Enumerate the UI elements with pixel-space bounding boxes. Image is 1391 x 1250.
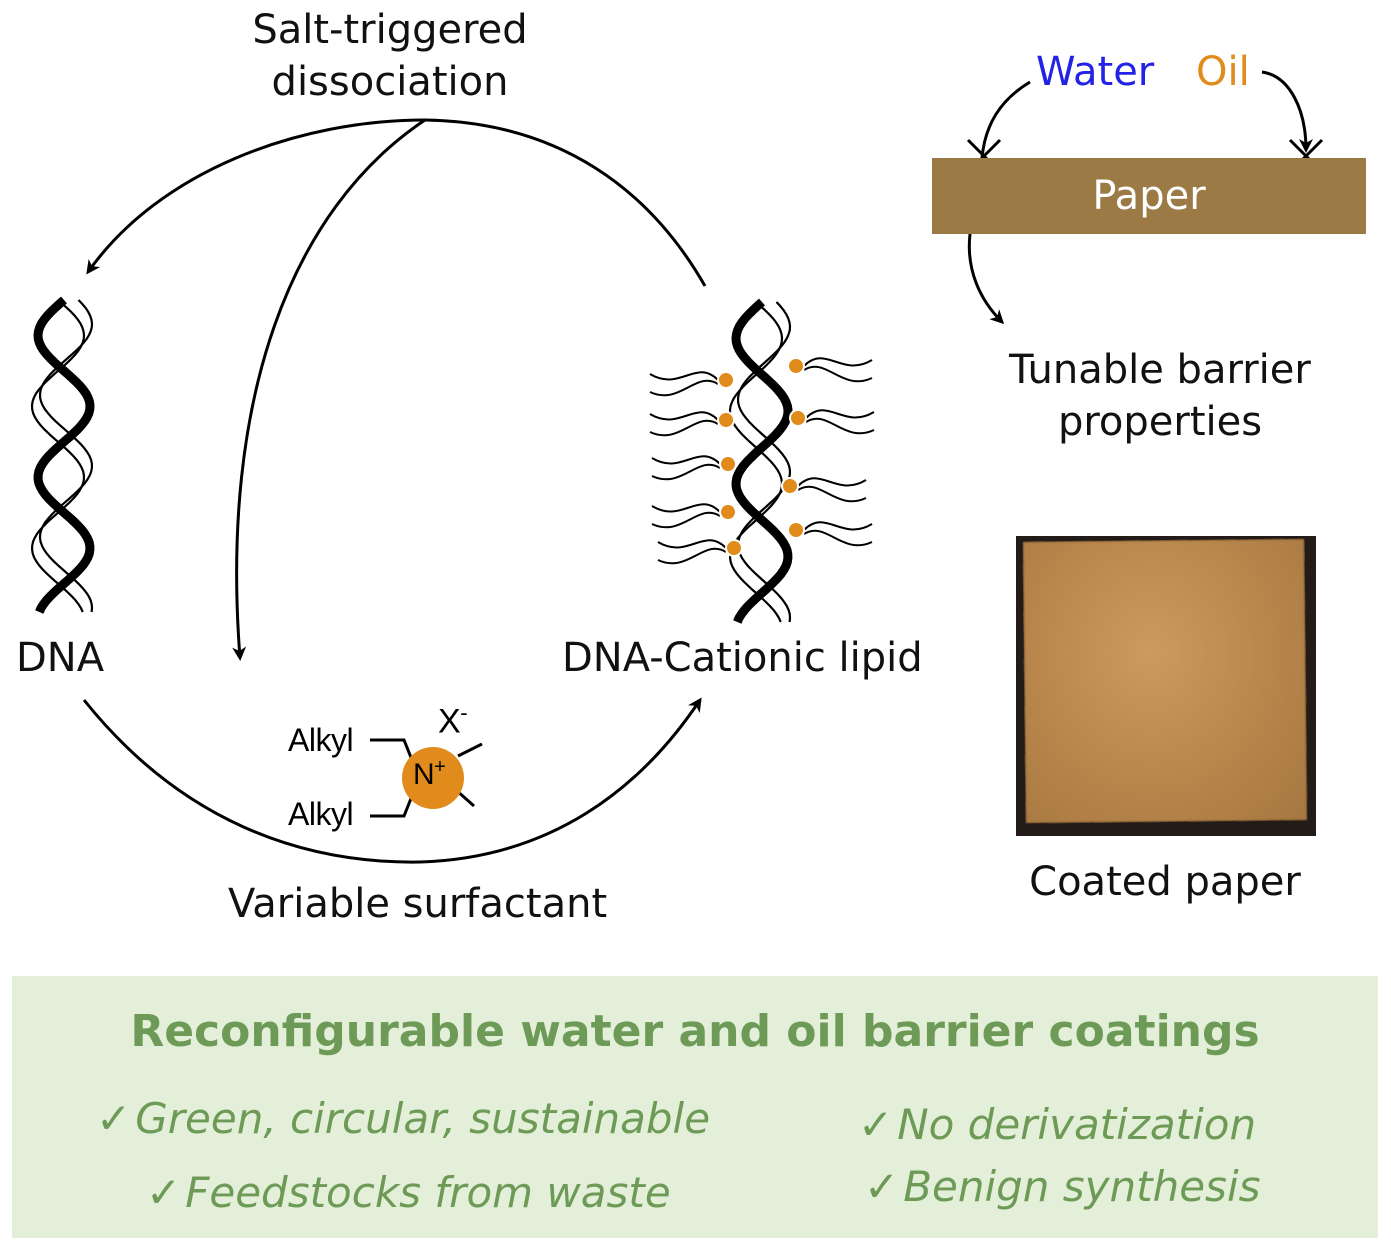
coated-paper-caption: Coated paper — [1029, 859, 1301, 905]
summary-banner: Reconfigurable water and oil barrier coa… — [12, 976, 1378, 1238]
cation-label: N+ — [413, 756, 446, 791]
variable-surfactant-label: Variable surfactant — [228, 881, 608, 927]
tunable-barrier-label: Tunable barrier properties — [1009, 347, 1311, 445]
water-label: Water — [1036, 49, 1155, 95]
salt-triggered-label: Salt-triggered dissociation — [252, 7, 528, 105]
banner-title: Reconfigurable water and oil barrier coa… — [130, 1006, 1260, 1057]
benefit-item: ✓Green, circular, sustainable — [96, 1094, 711, 1143]
dna-cationic-lipid-label: DNA-Cationic lipid — [562, 635, 923, 681]
dna-helix-icon — [30, 296, 95, 614]
dna-lipid-complex-icon — [649, 298, 875, 624]
benefit-item: ✓No derivatization — [858, 1100, 1257, 1149]
anion-label: X- — [438, 700, 468, 741]
check-icon: ✓ — [864, 1162, 900, 1211]
coated-paper-photo — [1016, 536, 1316, 836]
check-icon: ✓ — [96, 1094, 132, 1143]
water-arrow — [980, 80, 1031, 159]
oil-arrow — [1261, 70, 1313, 153]
cation-head — [402, 747, 464, 809]
alkyl-label-top: Alkyl — [288, 722, 354, 758]
oil-label: Oil — [1196, 49, 1250, 95]
arrow-to-dna — [86, 118, 426, 275]
arc-from-dna-lipid — [424, 118, 707, 287]
check-icon: ✓ — [146, 1168, 182, 1217]
benefit-item: ✓Feedstocks from waste — [146, 1168, 671, 1217]
alkyl-label-bottom: Alkyl — [288, 796, 354, 832]
surfactant-molecule-icon — [370, 738, 483, 818]
coated-paper-sheet — [1022, 538, 1308, 824]
tunable-arrow — [967, 233, 1005, 325]
benefit-item: ✓Benign synthesis — [864, 1162, 1261, 1211]
dna-label: DNA — [16, 635, 105, 681]
paper-bar — [932, 158, 1366, 234]
arrow-to-surfactant — [232, 118, 426, 661]
check-icon: ✓ — [858, 1100, 894, 1149]
arrow-to-dna-lipid — [82, 697, 702, 864]
paper-label: Paper — [1092, 173, 1206, 219]
